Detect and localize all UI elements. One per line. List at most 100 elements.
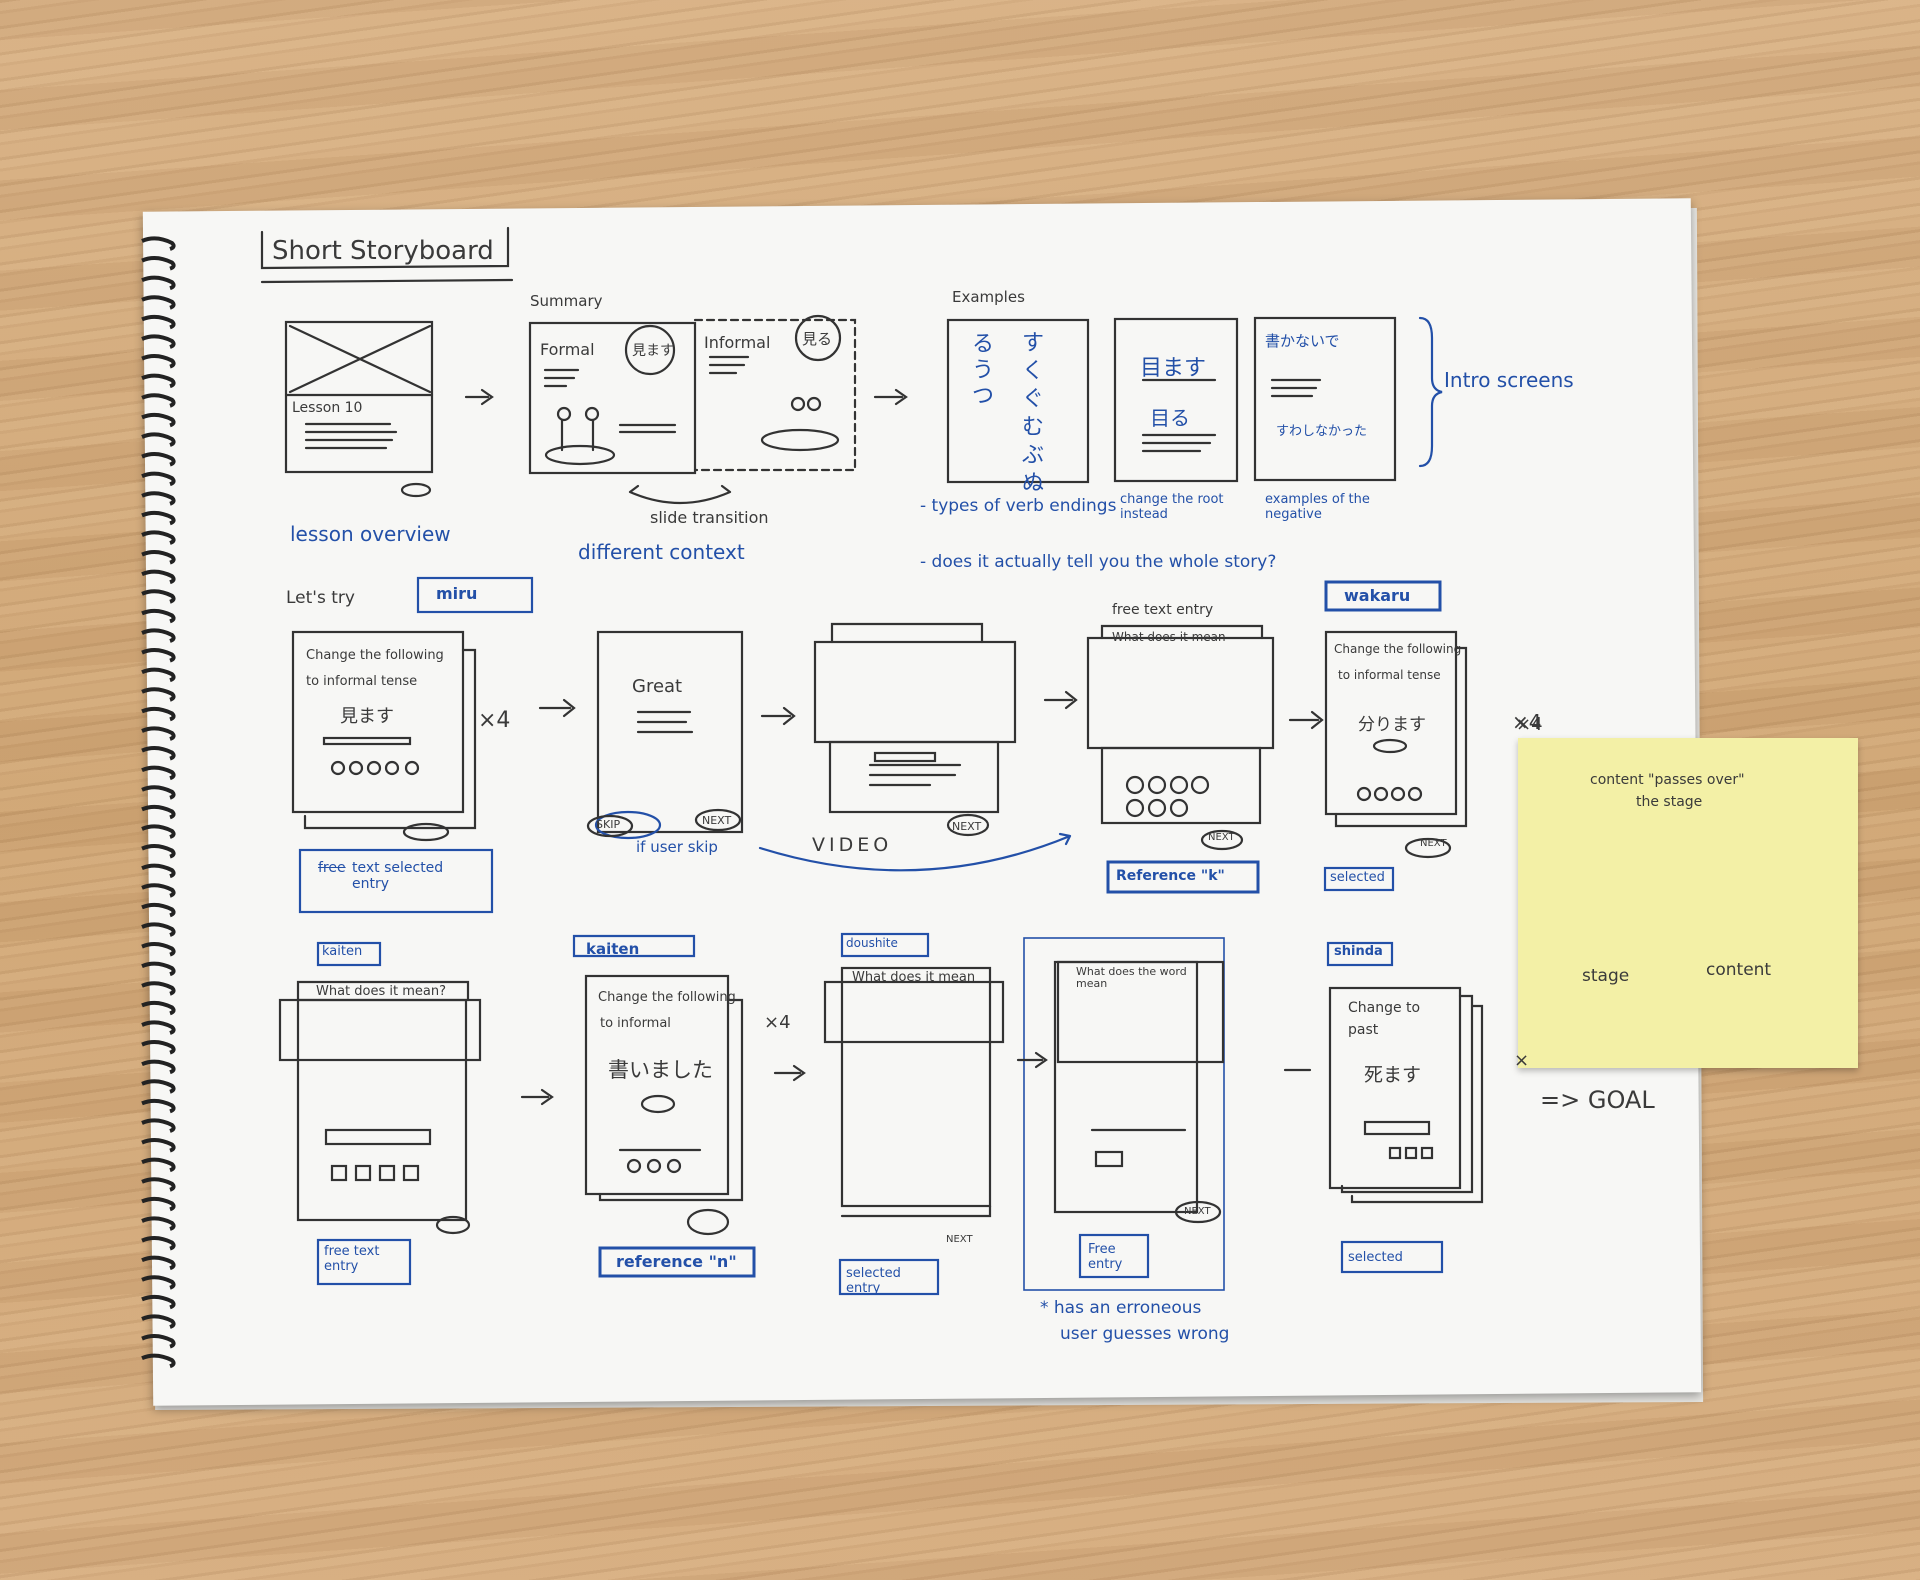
kana-column-left: すくぐむぶぬ xyxy=(1022,331,1045,496)
reference-n: reference "n" xyxy=(616,1252,737,1271)
spiral-coil xyxy=(141,1353,176,1369)
spiral-coil xyxy=(141,314,176,330)
negative-top: 書かないで xyxy=(1265,332,1340,350)
spiral-coil xyxy=(141,589,176,604)
examples-note-2: - does it actually tell you the whole st… xyxy=(920,552,1277,572)
storyboard-title: Short Storyboard xyxy=(272,236,494,266)
spiral-coil xyxy=(141,785,176,800)
formal-label: Formal xyxy=(540,340,595,359)
row3-frame4-note2: user guesses wrong xyxy=(1060,1324,1230,1344)
examples-note-1: - types of verb endings xyxy=(920,496,1117,516)
spiral-coil xyxy=(141,1157,176,1173)
lesson-overview-caption: lesson overview xyxy=(290,522,451,546)
spiral-coil xyxy=(141,1098,176,1114)
spiral-coil xyxy=(141,961,176,977)
spiral-coil xyxy=(141,256,176,271)
spiral-coil xyxy=(141,1334,176,1349)
row3-frame3-question: What does it mean xyxy=(852,970,976,985)
spiral-coil xyxy=(141,1314,176,1329)
next-button[interactable]: NEXT xyxy=(702,814,732,827)
spiral-coil xyxy=(141,1079,176,1094)
spiral-coil xyxy=(141,902,176,918)
spiral-coil xyxy=(141,981,176,996)
row3-frame4-next[interactable]: NEXT xyxy=(1184,1206,1211,1217)
row2-frame5-line1: Change the following xyxy=(1334,642,1462,656)
formal-word: 見ます xyxy=(632,343,674,359)
kaiten-tag: kaiten xyxy=(322,944,363,959)
video-next-button[interactable]: NEXT xyxy=(952,820,982,833)
spiral-coil xyxy=(141,667,176,683)
row2-frame1-word: 見ます xyxy=(340,706,394,727)
row2-frame1-line1: Change the following xyxy=(306,648,444,663)
spiral-coil xyxy=(141,510,176,526)
great-text: Great xyxy=(632,676,683,697)
row3-frame3-next[interactable]: NEXT xyxy=(946,1234,973,1245)
spiral-coil xyxy=(141,295,176,310)
intro-screens-label: Intro screens xyxy=(1444,368,1574,392)
row3-frame4-note1: * has an erroneous xyxy=(1040,1298,1202,1318)
row3-frame2-times: ×4 xyxy=(764,1012,791,1033)
spiral-coil xyxy=(141,942,176,957)
free-text-question: What does it mean xyxy=(1112,630,1226,644)
row3-frame1-question: What does it mean? xyxy=(316,984,447,999)
spiral-coil xyxy=(141,1138,176,1153)
spiral-coil xyxy=(141,1236,176,1251)
row3-frame4-question: What does the word mean xyxy=(1076,965,1187,990)
spiral-coil xyxy=(141,746,176,761)
row2-frame1-times: ×4 xyxy=(478,708,511,733)
row3-frame2-line1: Change the following xyxy=(598,990,736,1005)
spiral-coil xyxy=(141,804,176,820)
spiral-coil xyxy=(141,1216,176,1231)
row3-frame5-word: 死ます xyxy=(1364,1064,1422,1086)
kaiten2-tag: kaiten xyxy=(586,940,640,958)
different-context-caption: different context xyxy=(578,540,745,564)
spiral-coil xyxy=(141,765,176,781)
slide-transition-label: slide transition xyxy=(650,508,769,527)
reference-k: Reference "k" xyxy=(1116,868,1225,884)
row3-frame1-caption: free text entry xyxy=(324,1244,380,1274)
shinda-tag: shinda xyxy=(1334,944,1383,959)
if-skip-label: if user skip xyxy=(636,838,718,856)
row3-frame2-line2: to informal xyxy=(600,1016,671,1031)
spiral-coil xyxy=(141,1118,176,1133)
lets-try-label: Let's try xyxy=(286,588,355,608)
spiral-coil xyxy=(141,1255,176,1271)
row2-frame5-next[interactable]: NEXT xyxy=(1420,838,1447,849)
spiral-coil xyxy=(141,452,176,467)
spiral-coil xyxy=(141,883,176,898)
caption-strike: free xyxy=(318,860,346,876)
row2-frame5-word: 分ります xyxy=(1358,715,1426,735)
row2-frame1-caption: text selected entry xyxy=(352,860,444,892)
spiral-coil xyxy=(141,1040,176,1055)
examples-heading: Examples xyxy=(952,288,1025,306)
spiral-coil xyxy=(141,530,176,545)
lesson-label: Lesson 10 xyxy=(292,400,363,416)
spiral-coil xyxy=(141,726,176,741)
spiral-coil xyxy=(141,471,176,487)
doushite-tag: doushite xyxy=(846,936,898,950)
spiral-coil xyxy=(141,412,176,428)
sticky-content: content xyxy=(1706,960,1772,980)
row3-frame4-caption: Free entry xyxy=(1088,1242,1123,1272)
spiral-coil xyxy=(141,844,176,859)
spiral-coil xyxy=(141,608,176,624)
row3-frame5-line1: Change to xyxy=(1348,1000,1421,1016)
wakaru-tag: wakaru xyxy=(1344,586,1411,605)
row2-frame5-caption: selected xyxy=(1330,870,1385,885)
spiral-coil xyxy=(141,334,176,349)
root-bottom-word: 目る xyxy=(1150,406,1190,430)
spiral-coil xyxy=(141,550,176,565)
spiral-coil xyxy=(141,432,176,447)
miru-tag: miru xyxy=(436,584,478,603)
summary-heading: Summary xyxy=(530,292,603,310)
sticky-times: ×4 xyxy=(1516,714,1543,735)
spiral-coil xyxy=(141,922,176,937)
negative-mid: すわしなかった xyxy=(1276,424,1368,439)
spiral-coil xyxy=(141,393,176,408)
skip-button[interactable]: SKIP xyxy=(596,818,621,831)
free-text-next[interactable]: NEXT xyxy=(1208,832,1235,843)
spiral-coil xyxy=(141,354,176,369)
kana-column-right: るうつ xyxy=(972,332,995,409)
sticky-stage: stage xyxy=(1582,966,1630,986)
spiral-coil xyxy=(141,1275,176,1290)
